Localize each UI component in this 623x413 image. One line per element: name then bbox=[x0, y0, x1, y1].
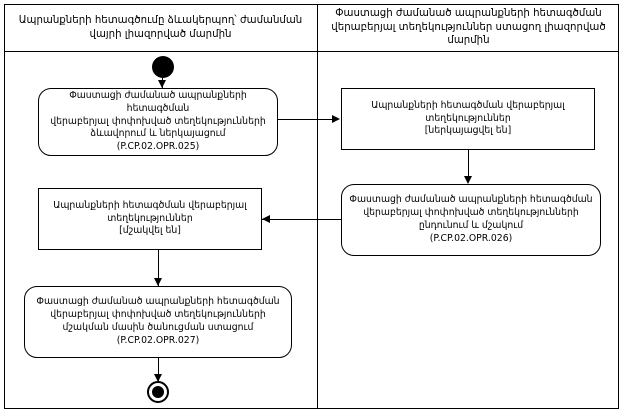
swimlane-header-divider bbox=[4, 51, 619, 52]
activity-node-opr027-line2: վերաբերյալ փոփոխված տեղեկությունների bbox=[50, 309, 266, 321]
state-node-information-processed-line2: տեղեկություններ bbox=[107, 212, 193, 224]
swimlane-header-left: Ապրանքների հետագծումը ձևակերպող՝ ժամանմա… bbox=[4, 4, 317, 51]
swimlane-header-left-label: Ապրանքների հետագծումը ձևակերպող՝ ժամանմա… bbox=[18, 14, 303, 40]
state-node-information-submitted[interactable]: Ապրանքների հետագծման վերաբերյալ տեղեկութ… bbox=[341, 88, 595, 150]
state-node-information-submitted-line3: [ներկայացվել են] bbox=[424, 125, 512, 137]
state-node-information-submitted-line1: Ապրանքների հետագծման վերաբերյալ bbox=[371, 99, 565, 111]
edge-state-left-to-opr027 bbox=[158, 250, 159, 286]
state-node-information-processed-line1: Ապրանքների հետագծման վերաբերյալ bbox=[53, 199, 247, 211]
edge-opr026-to-state-left bbox=[262, 219, 342, 220]
swimlane-divider bbox=[317, 4, 318, 409]
state-node-information-processed-text: Ապրանքների հետագծման վերաբերյալ տեղեկութ… bbox=[45, 200, 255, 238]
edge-state-right-to-opr026 bbox=[468, 150, 469, 182]
arrowhead-opr026-to-state-left bbox=[262, 215, 270, 223]
activity-node-opr026-line3: ընդունում և մշակում bbox=[418, 220, 524, 231]
edge-opr027-to-end bbox=[158, 358, 159, 382]
state-node-information-submitted-line2: տեղեկություններ bbox=[425, 112, 511, 124]
activity-node-opr025-line2: վերաբերյալ փոփոխված տեղեկությունների bbox=[50, 115, 266, 127]
arrowhead-opr025-to-state-right bbox=[332, 115, 340, 123]
activity-node-opr025[interactable]: Փաստացի ժամանած ապրանքների հետագծման վեր… bbox=[38, 88, 278, 156]
end-node-icon bbox=[147, 381, 169, 403]
swimlane-header-right-label: Փաստացի ժամանած ապրանքների հետագծման վեր… bbox=[331, 7, 606, 47]
state-node-information-processed[interactable]: Ապրանքների հետագծման վերաբերյալ տեղեկութ… bbox=[38, 188, 262, 250]
activity-node-opr025-text: Փաստացի ժամանած ապրանքների հետագծման վեր… bbox=[45, 90, 271, 154]
state-node-information-processed-line3: [մշակվել են] bbox=[119, 225, 181, 237]
activity-node-opr026-line1: Փաստացի ժամանած ապրանքների հետագծման bbox=[349, 194, 593, 206]
activity-node-opr027-text: Փաստացի ժամանած ապրանքների հետագծման վեր… bbox=[31, 296, 285, 347]
arrowhead-state-left-to-opr027 bbox=[154, 278, 162, 286]
edge-opr025-to-state-right bbox=[278, 119, 336, 120]
activity-node-opr026-text: Փաստացի ժամանած ապրանքների հետագծման վեր… bbox=[348, 194, 594, 245]
activity-node-opr026-code: (P.CP.02.OPR.026) bbox=[429, 232, 513, 244]
activity-node-opr027-code: (P.CP.02.OPR.027) bbox=[116, 334, 200, 346]
activity-node-opr026-line2: վերաբերյալ փոփոխված տեղեկությունների bbox=[363, 207, 579, 219]
activity-node-opr027[interactable]: Փաստացի ժամանած ապրանքների հետագծման վեր… bbox=[24, 286, 292, 358]
activity-node-opr025-line3: ձևավորում և ներկայացում bbox=[90, 128, 226, 140]
arrowhead-start-to-opr025 bbox=[158, 80, 166, 88]
diagram-frame bbox=[4, 4, 619, 409]
activity-node-opr027-line1: Փաստացի ժամանած ապրանքների հետագծման bbox=[36, 296, 280, 308]
swimlane-header-right: Փաստացի ժամանած ապրանքների հետագծման վեր… bbox=[318, 4, 619, 51]
arrowhead-opr027-to-end bbox=[154, 374, 162, 382]
activity-node-opr027-line3: մշակման մասին ծանուցման ստացում bbox=[62, 322, 254, 333]
activity-node-opr026[interactable]: Փաստացի ժամանած ապրանքների հետագծման վեր… bbox=[341, 184, 601, 256]
activity-node-opr025-line1: Փաստացի ժամանած ապրանքների հետագծման bbox=[69, 89, 247, 114]
start-node-icon bbox=[152, 56, 174, 78]
arrowhead-state-right-to-opr026 bbox=[464, 176, 472, 184]
activity-node-opr025-code: (P.CP.02.OPR.025) bbox=[116, 141, 200, 153]
state-node-information-submitted-text: Ապրանքների հետագծման վերաբերյալ տեղեկութ… bbox=[348, 100, 588, 138]
